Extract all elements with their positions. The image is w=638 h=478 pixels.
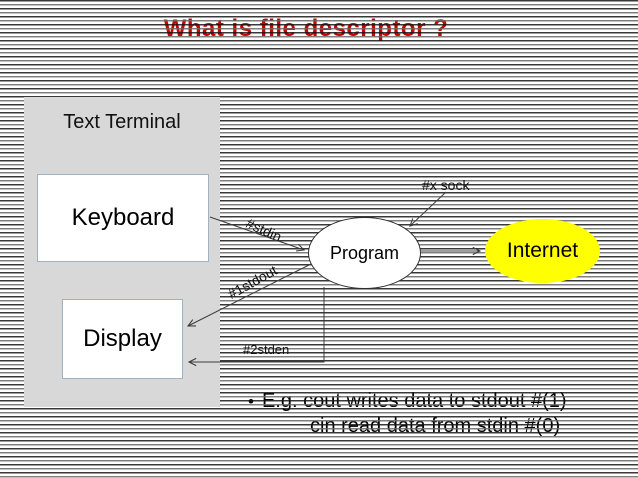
edge-label-stderr: #2stden: [243, 342, 290, 357]
internet-node: Internet: [485, 219, 600, 283]
edge-socket-line: [409, 191, 447, 227]
edge-label-socket: #x sock: [422, 177, 470, 193]
internet-label: Internet: [506, 239, 579, 262]
program-label: Program: [329, 242, 400, 263]
program-node: Program: [308, 217, 421, 289]
